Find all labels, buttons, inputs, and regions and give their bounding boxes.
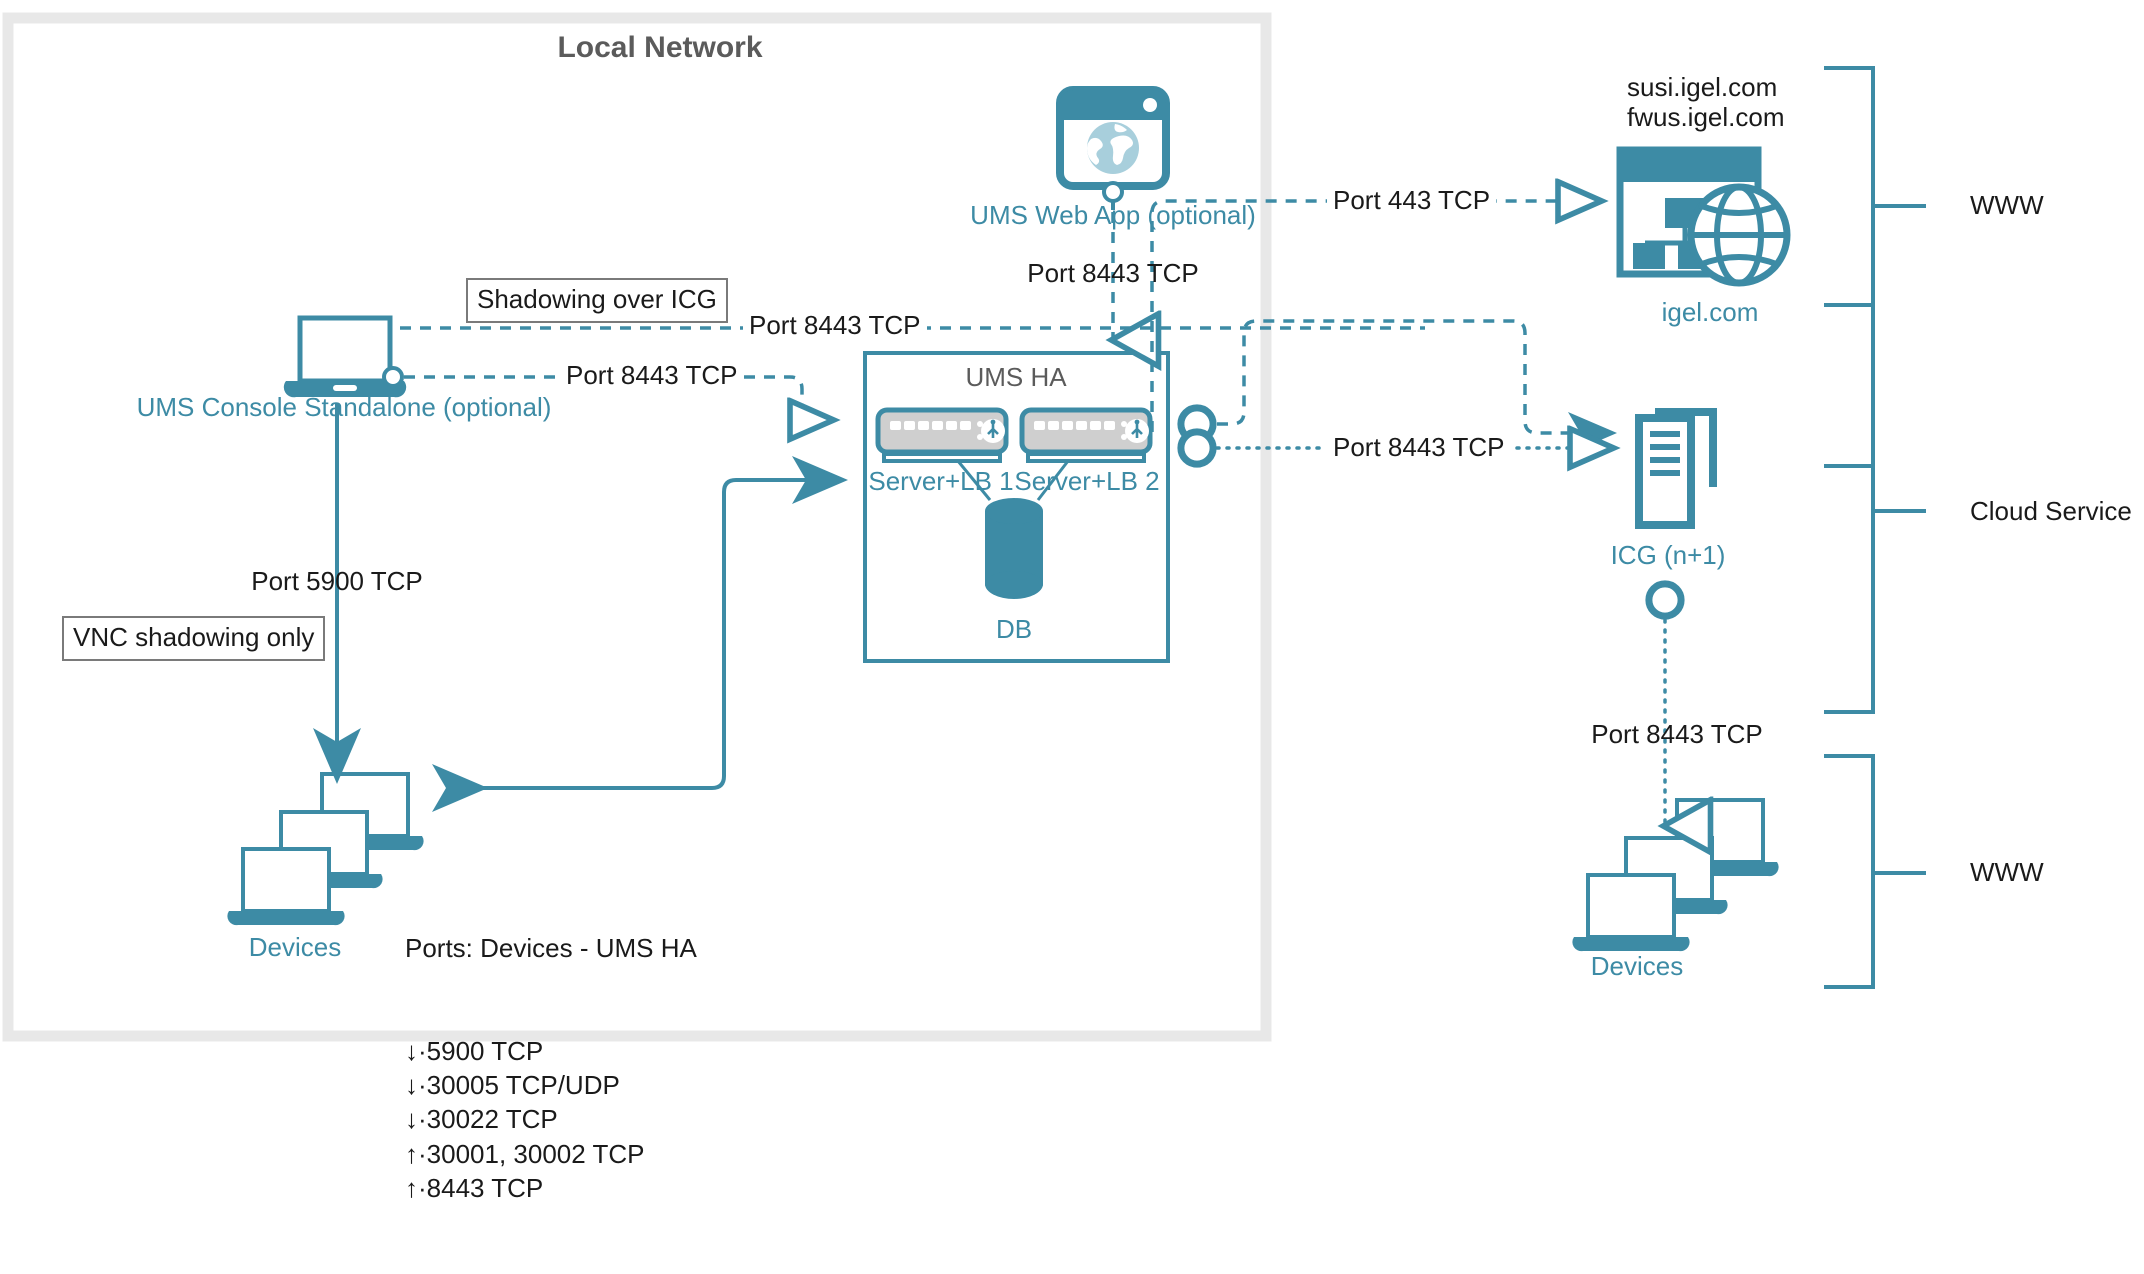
database-icon xyxy=(985,498,1043,599)
devices-local-icon xyxy=(227,772,424,926)
ports-row: ↓·5900 TCP xyxy=(405,1035,544,1066)
label-console-to-umsha: Port 8443 TCP xyxy=(560,360,744,391)
ums-web-app-icon xyxy=(1056,86,1170,210)
db-label: DB xyxy=(995,614,1033,644)
server-lb-1-icon xyxy=(875,407,1009,501)
server-lb-2-icon xyxy=(1019,407,1153,501)
note-shadowing-over-icg: Shadowing over ICG xyxy=(466,278,728,323)
ports-block: Ports: Devices - UMS HA ↓·5900 TCP↓·3000… xyxy=(405,862,697,1274)
bracket-www-top-label: WWW xyxy=(1970,190,2044,220)
label-console-shadowing-icg: Port 8443 TCP xyxy=(743,310,927,341)
icg-label: ICG (n+1) xyxy=(1610,540,1726,570)
diagram-canvas: Local Network UMS Web App (optional) Por… xyxy=(2,12,2132,1203)
devices-remote-label: Devices xyxy=(1590,951,1684,981)
ports-row: ↑·8443 TCP xyxy=(405,1172,544,1203)
devices-local-label: Devices xyxy=(248,932,342,962)
ports-block-title: Ports: Devices - UMS HA xyxy=(405,932,697,963)
bracket-www-bottom-label: WWW xyxy=(1970,857,2044,887)
icg-server-icon xyxy=(1635,408,1717,529)
devices-remote-icon xyxy=(1572,798,1779,952)
note-vnc-shadowing-only: VNC shadowing only xyxy=(62,616,326,661)
ports-row: ↑·30001, 30002 TCP xyxy=(405,1138,645,1169)
bracket-www-bottom xyxy=(1824,754,1926,989)
server-lb-2-label: Server+LB 2 xyxy=(1014,466,1160,496)
igel-host-1: susi.igel.com xyxy=(1627,72,1778,102)
server-lb-1-label: Server+LB 1 xyxy=(868,466,1014,496)
page-title: Local Network xyxy=(557,31,763,64)
label-umsha-to-icg: Port 8443 TCP xyxy=(1325,432,1513,463)
ums-console-label: UMS Console Standalone (optional) xyxy=(136,392,552,422)
label-remote-devices-to-icg: Port 8443 TCP xyxy=(1591,719,1763,749)
conn-webapp-to-igel xyxy=(1150,201,1600,432)
conn-devices-to-umsha xyxy=(432,456,848,812)
conn-console-to-umsha xyxy=(404,375,832,420)
label-console-to-devices: Port 5900 TCP xyxy=(251,566,423,596)
igel-host-2: fwus.igel.com xyxy=(1627,102,1785,132)
network-diagram-svg xyxy=(2,12,1926,1042)
ports-block-rows: ↓·5900 TCP↓·30005 TCP/UDP ↓·30022 TCP↑·30… xyxy=(405,1034,697,1206)
label-webapp-to-igel: Port 443 TCP xyxy=(1327,185,1497,216)
ports-row: ↓·30005 TCP/UDP xyxy=(405,1069,620,1100)
bracket-cloud-service-label: Cloud Service xyxy=(1970,496,2132,526)
ports-row: ↓·30022 TCP xyxy=(405,1104,558,1135)
bracket-cloud-service xyxy=(1824,303,1926,714)
ums-console-laptop-icon xyxy=(283,315,407,398)
ums-web-app-label: UMS Web App (optional) xyxy=(970,200,1256,230)
igel-com-label: igel.com xyxy=(1661,297,1759,327)
igel-com-icon xyxy=(1616,146,1791,287)
ums-ha-title: UMS HA xyxy=(965,362,1067,392)
label-webapp-to-umsha: Port 8443 TCP xyxy=(1027,258,1199,288)
